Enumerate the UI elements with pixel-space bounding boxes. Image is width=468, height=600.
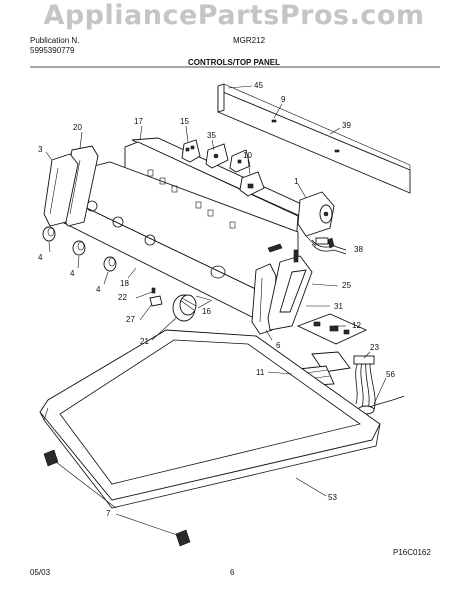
callout-45: 45: [254, 81, 263, 90]
callout-31: 31: [334, 302, 343, 311]
callout-35: 35: [207, 131, 216, 140]
callout-17: 17: [134, 117, 143, 126]
callout-labels: 45 9 39 20 17 15 35 3 10 1 4 4 4 18 38 2…: [38, 81, 395, 518]
callout-15: 15: [180, 117, 189, 126]
callout-18: 18: [120, 279, 129, 288]
clip-22: [151, 287, 156, 294]
cycle-switch: [205, 143, 251, 173]
wire-harness-23: [353, 355, 376, 411]
model-label: MGR212: [233, 36, 266, 45]
callout-22: 22: [118, 293, 127, 302]
wire-harness-38: [311, 237, 347, 255]
callout-25: 25: [342, 281, 351, 290]
footer-page: 6: [230, 568, 235, 577]
temperature-switch: [239, 171, 265, 197]
leader-lines: [45, 85, 387, 537]
publication-number: 5995390779: [30, 46, 75, 55]
control-board: [296, 313, 368, 345]
callout-4-middle: 4: [70, 269, 75, 278]
timer-knob: [172, 294, 197, 322]
callout-4-left: 4: [38, 253, 43, 262]
callout-27: 27: [126, 315, 135, 324]
footer-date: 05/03: [30, 568, 51, 577]
callout-7: 7: [106, 509, 111, 518]
rear-control-panel: [217, 83, 411, 194]
section-title: CONTROLS/TOP PANEL: [187, 58, 280, 67]
knob-middle: [72, 240, 86, 256]
timer: [297, 191, 335, 247]
callout-6: 6: [276, 341, 281, 350]
bracket-27: [149, 295, 163, 307]
callout-3: 3: [38, 145, 43, 154]
callout-20: 20: [73, 123, 82, 132]
callout-39: 39: [342, 121, 351, 130]
callout-1: 1: [294, 177, 299, 186]
callout-21: 21: [140, 337, 149, 346]
top-lid: [39, 329, 381, 509]
callout-9: 9: [281, 95, 286, 104]
figure-code: P16C0162: [393, 548, 431, 557]
callout-16: 16: [202, 307, 211, 316]
callout-12: 12: [352, 321, 361, 330]
control-console: [61, 137, 311, 323]
callout-56: 56: [386, 370, 395, 379]
right-end-cap: [251, 249, 313, 335]
knob-left: [42, 226, 56, 242]
callout-53: 53: [328, 493, 337, 502]
knob-right: [103, 256, 117, 272]
callout-10: 10: [243, 151, 252, 160]
lid-hinge-left: [43, 449, 59, 467]
callout-11: 11: [256, 368, 265, 377]
push-button-switch: [181, 139, 201, 163]
lid-hinge-right: [175, 529, 191, 547]
callout-38: 38: [354, 245, 363, 254]
callout-23: 23: [370, 343, 379, 352]
left-end-cap: [43, 145, 99, 227]
power-cord-56: [357, 395, 405, 415]
publication-label: Publication N.: [30, 36, 80, 45]
callout-4-right: 4: [96, 285, 101, 294]
